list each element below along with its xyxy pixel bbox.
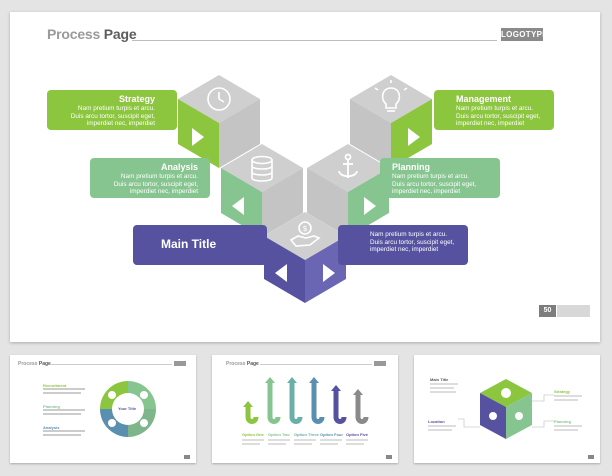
thumb2-label-5: Option Five xyxy=(346,432,368,437)
page-number: 50 xyxy=(539,305,556,317)
strategy-line-1: Nam pretium turpis et arcu. xyxy=(77,105,155,112)
cube-main xyxy=(264,212,346,303)
thumb1-label-1: Recruitment xyxy=(43,383,67,388)
planning-line-2: Duis arcu tortor, suscipit eget, xyxy=(392,180,477,188)
thumb2-page-number xyxy=(386,455,392,459)
dollar-hand-icon: $ xyxy=(289,221,321,247)
arrow-analysis-icon xyxy=(232,197,244,215)
thumb1-logo xyxy=(174,361,186,366)
cube-management xyxy=(350,75,432,168)
strategy-line-3: imperdiet nec, imperdiet xyxy=(86,120,155,128)
thumb3-label-1: Strategy xyxy=(554,389,571,394)
arrow-planning-icon xyxy=(364,197,376,215)
thumb2-title-part-1: Process xyxy=(226,361,247,367)
management-line-2: Duis arcu tortor, suscipit eget, xyxy=(456,112,541,120)
page-title: Process Page xyxy=(47,26,137,42)
thumb1-title-part-1: Process xyxy=(18,361,39,367)
thumb2-divider xyxy=(260,364,372,365)
title-part-1: Process xyxy=(47,26,104,42)
planning-title: Planning xyxy=(392,162,430,172)
arrow-strategy-icon xyxy=(192,128,204,146)
thumb3-label-3: Planning xyxy=(554,419,571,424)
thumb1-divider xyxy=(50,364,172,365)
thumb1-label-3: Analysis xyxy=(43,425,60,430)
main-line-2: Duis arcu tortor, suscipit eget, xyxy=(370,238,455,246)
thumbnail-slide-2[interactable]: Process Page Option One Option Two Optio… xyxy=(212,355,398,463)
main-description-card: Nam pretium turpis et arcu. Duis arcu to… xyxy=(338,225,468,265)
main-line-3: imperdiet nec, imperdiet xyxy=(370,246,439,254)
title-part-2: Page xyxy=(103,26,137,42)
main-description-text: Nam pretium turpis et arcu. Duis arcu to… xyxy=(370,231,460,254)
management-title: Management xyxy=(456,94,512,104)
strategy-line-2: Duis arcu tortor, suscipit eget, xyxy=(70,112,155,120)
thumb1-title-part-2: Page xyxy=(38,361,51,367)
thumb2-logo xyxy=(374,361,386,366)
analysis-text: Nam pretium turpis et arcu. Duis arcu to… xyxy=(98,173,198,196)
thumb1-center-title: Your Title xyxy=(118,406,137,411)
thumb2-title: Process Page xyxy=(226,361,259,367)
analysis-line-2: Duis arcu tortor, suscipit eget, xyxy=(113,180,198,188)
clock-icon xyxy=(207,87,231,111)
thumb2-arrows xyxy=(242,377,369,445)
thumb2-label-4: Option Four xyxy=(320,432,343,437)
analysis-line-1: Nam pretium turpis et arcu. xyxy=(120,173,198,180)
planning-line-3: imperdiet nec, imperdiet xyxy=(392,188,461,196)
thumb2-label-1: Option One xyxy=(242,432,264,437)
management-line-1: Nam pretium turpis et arcu. xyxy=(456,105,534,112)
cube-analysis xyxy=(221,144,303,237)
management-text: Nam pretium turpis et arcu. Duis arcu to… xyxy=(456,105,546,128)
thumb2-title-part-2: Page xyxy=(246,361,259,367)
arrow-main-left-icon xyxy=(275,264,287,282)
thumb3-label-2: Location xyxy=(428,419,445,424)
strategy-title: Strategy xyxy=(118,94,155,104)
thumbnail-slide-3[interactable]: Main Title Strategy Location Planning xyxy=(414,355,600,463)
thumb2-label-3: Option Three xyxy=(294,432,319,437)
thumb2-label-2: Option Two xyxy=(268,432,290,437)
planning-line-1: Nam pretium turpis et arcu. xyxy=(392,173,470,180)
arrow-management-icon xyxy=(408,128,420,146)
thumb1-label-2: Planning xyxy=(43,404,60,409)
analysis-card: Analysis Nam pretium turpis et arcu. Dui… xyxy=(90,158,210,198)
analysis-line-3: imperdiet nec, imperdiet xyxy=(129,188,198,196)
thumb3-page-number xyxy=(588,455,594,459)
database-icon xyxy=(251,155,273,182)
thumb1-diagram xyxy=(43,381,156,437)
management-line-3: imperdiet nec, imperdiet xyxy=(456,120,525,128)
thumb3-title: Main Title xyxy=(430,377,449,382)
management-card: Management Nam pretium turpis et arcu. D… xyxy=(434,90,554,130)
strategy-text: Nam pretium turpis et arcu. Duis arcu to… xyxy=(55,105,155,128)
planning-card: Planning Nam pretium turpis et arcu. Dui… xyxy=(380,158,500,198)
arrow-main-right-icon xyxy=(323,264,335,282)
page-number-bar xyxy=(557,305,590,317)
strategy-card: Strategy Nam pretium turpis et arcu. Dui… xyxy=(47,90,177,130)
thumb1-page-number xyxy=(184,455,190,459)
header-divider xyxy=(132,40,497,41)
main-title: Main Title xyxy=(161,237,217,251)
logotype: LOGOTYPE xyxy=(501,28,548,41)
lightbulb-icon xyxy=(374,80,408,112)
thumb3-cube xyxy=(428,379,582,439)
anchor-icon xyxy=(338,153,358,178)
main-line-1: Nam pretium turpis et arcu. xyxy=(370,231,448,238)
svg-text:$: $ xyxy=(302,224,307,233)
planning-text: Nam pretium turpis et arcu. Duis arcu to… xyxy=(392,173,492,196)
main-title-card: Main Title xyxy=(133,225,267,265)
analysis-title: Analysis xyxy=(160,162,198,172)
thumbnail-slide-1[interactable]: Process Page Recruitment Planning Analys… xyxy=(10,355,196,463)
thumb1-title: Process Page xyxy=(18,361,51,367)
